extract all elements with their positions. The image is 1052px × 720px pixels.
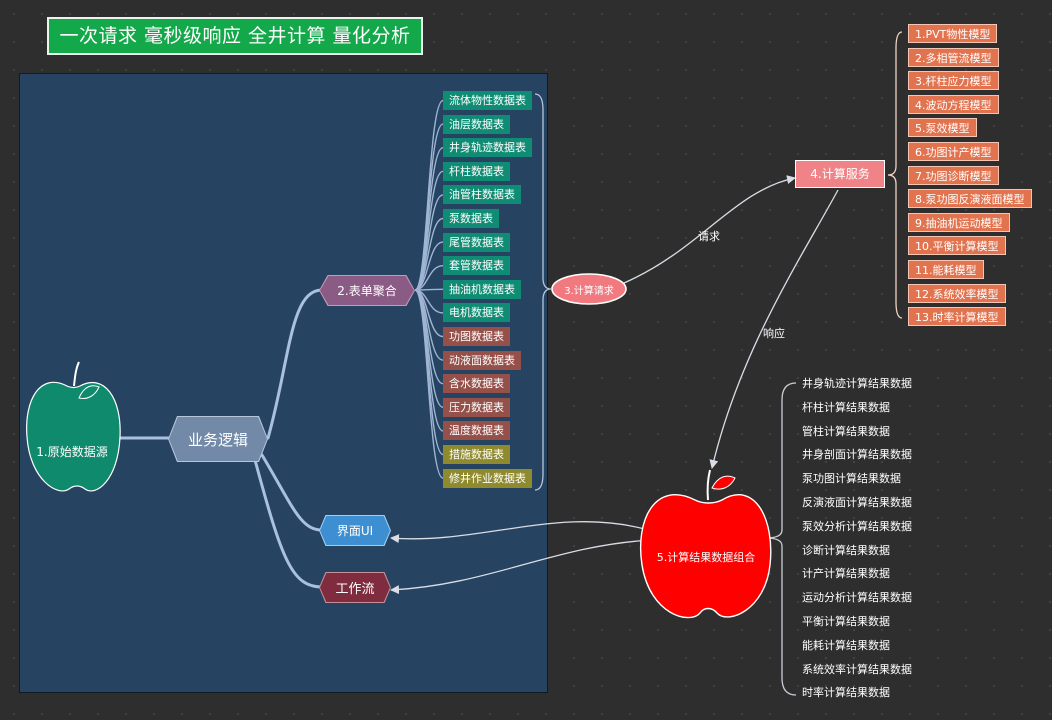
request-node[interactable] (551, 273, 627, 305)
arrow-response (709, 189, 839, 469)
branch-logic-ui (260, 453, 324, 532)
model-chip[interactable]: 8.泵功图反演液面模型 (908, 189, 1032, 209)
model-chip[interactable]: 4.波动方程模型 (908, 94, 999, 114)
result-item[interactable]: 泵功图计算结果数据 (802, 472, 901, 486)
table-chip[interactable]: 抽油机数据表 (443, 279, 521, 299)
table-chip[interactable]: 压力数据表 (443, 397, 510, 417)
model-chip[interactable]: 2.多相管流模型 (908, 47, 999, 67)
aggregate-bracket (534, 93, 552, 491)
logic-node-label: 业务逻辑 (187, 430, 248, 449)
table-connectors (414, 99, 444, 479)
service-node-label: 4.计算服务 (810, 167, 870, 181)
model-chip[interactable]: 12.系统效率模型 (908, 283, 1006, 303)
apple-result-icon (640, 469, 772, 619)
table-chip[interactable]: 电机数据表 (443, 303, 510, 323)
table-connector (414, 288, 444, 291)
result-node-label[interactable]: 5.计算结果数据组合 (656, 551, 756, 564)
arrow-request (623, 175, 796, 284)
result-item[interactable]: 杆柱计算结果数据 (802, 400, 890, 414)
table-chip[interactable]: 杆柱数据表 (443, 161, 510, 181)
table-chip[interactable]: 泵数据表 (443, 209, 499, 228)
model-chip[interactable]: 9.抽油机运动模型 (908, 212, 1010, 232)
edge-label-response: 响应 (763, 327, 785, 340)
table-chip[interactable]: 措施数据表 (443, 445, 510, 464)
model-chip[interactable]: 3.杆柱应力模型 (908, 71, 999, 91)
result-item[interactable]: 井身轨迹计算结果数据 (802, 377, 912, 390)
model-chip[interactable]: 11.能耗模型 (908, 260, 984, 279)
result-item[interactable]: 平衡计算结果数据 (802, 615, 890, 628)
branch-logic-aggregate (266, 288, 324, 440)
model-chip[interactable]: 10.平衡计算模型 (908, 236, 1006, 256)
table-connector (414, 289, 444, 432)
service-node[interactable]: 4.计算服务 (795, 160, 885, 188)
table-chip[interactable]: 功图数据表 (443, 327, 510, 346)
ui-node-label: 界面UI (336, 524, 374, 538)
table-chip[interactable]: 套管数据表 (443, 256, 510, 276)
table-connector (414, 289, 444, 479)
result-item[interactable]: 管柱计算结果数据 (802, 424, 890, 438)
table-chip[interactable]: 修井作业数据表 (443, 468, 532, 488)
arrow-to-workflow (390, 539, 653, 595)
mindmap-branches (110, 288, 324, 589)
table-chip[interactable]: 流体物性数据表 (443, 91, 532, 110)
aggregate-node-label: 2.表单聚合 (337, 284, 397, 298)
table-chip[interactable]: 含水数据表 (443, 374, 510, 394)
branch-logic-workflow (253, 458, 324, 589)
flow-arrows (390, 175, 839, 595)
table-chip[interactable]: 井身轨迹数据表 (443, 138, 532, 158)
result-item[interactable]: 反演液面计算结果数据 (802, 496, 912, 509)
logic-node[interactable]: 业务逻辑 (168, 416, 268, 462)
result-item[interactable]: 泵效分析计算结果数据 (802, 519, 912, 533)
model-chip[interactable]: 6.功图计产模型 (908, 142, 999, 161)
table-chip[interactable]: 尾管数据表 (443, 232, 510, 252)
model-chip[interactable]: 7.功图诊断模型 (908, 165, 999, 185)
table-chip[interactable]: 动液面数据表 (443, 350, 521, 370)
result-item[interactable]: 诊断计算结果数据 (802, 543, 890, 557)
table-connector (414, 241, 444, 291)
result-item[interactable]: 井身剖面计算结果数据 (802, 448, 912, 462)
result-item[interactable]: 系统效率计算结果数据 (802, 662, 912, 676)
result-item[interactable]: 时率计算结果数据 (802, 686, 890, 700)
table-chip[interactable]: 温度数据表 (443, 421, 510, 441)
workflow-node-label: 工作流 (335, 582, 375, 597)
table-chip[interactable]: 油层数据表 (443, 114, 510, 134)
model-chip[interactable]: 13.时率计算模型 (908, 307, 1006, 327)
edge-label-request: 请求 (698, 230, 720, 243)
page-title: 一次请求 毫秒级响应 全井计算 量化分析 (47, 17, 423, 55)
model-chip[interactable]: 1.PVT物性模型 (908, 24, 998, 43)
table-chip[interactable]: 油管柱数据表 (443, 185, 521, 205)
ui-node[interactable]: 界面UI (319, 515, 391, 546)
aggregate-node[interactable]: 2.表单聚合 (319, 275, 415, 306)
result-item[interactable]: 运动分析计算结果数据 (802, 591, 912, 605)
arrow-to-ui (390, 521, 649, 544)
model-chip[interactable]: 5.泵效模型 (908, 118, 977, 138)
result-item[interactable]: 能耗计算结果数据 (802, 638, 890, 652)
models-bracket (887, 31, 903, 319)
workflow-node[interactable]: 工作流 (319, 572, 391, 603)
request-node-label[interactable]: 3.计算请求 (564, 286, 614, 297)
result-item[interactable]: 计产计算结果数据 (802, 567, 890, 581)
apple-source-icon (26, 361, 121, 492)
source-node-label[interactable]: 1.原始数据源 (36, 445, 108, 459)
